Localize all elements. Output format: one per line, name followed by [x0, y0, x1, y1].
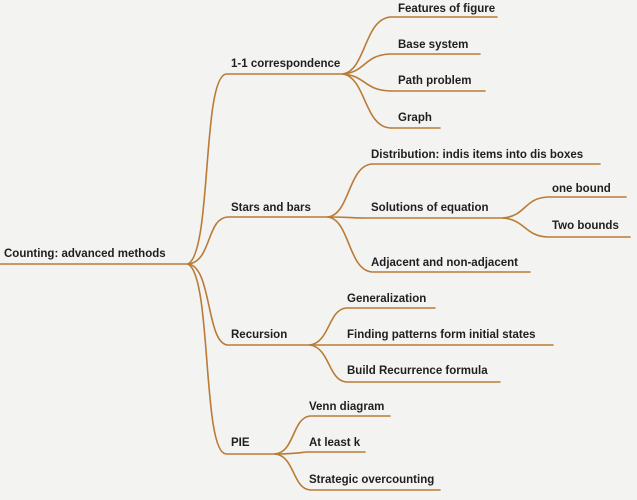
connector-root-to-1-1-correspondence [187, 73, 346, 265]
connector-generalization [309, 307, 436, 346]
leaf-solutions-of-equation: Solutions of equation [371, 202, 489, 214]
branch-recursion: Recursion [231, 329, 288, 341]
leaf-finding-patterns: Finding patterns form initial states [347, 329, 536, 341]
leaf-venn-diagram: Venn diagram [309, 401, 385, 413]
connector-graph [342, 73, 441, 129]
connector-root-to-pie [187, 263, 278, 455]
connector-venn-diagram [274, 415, 391, 455]
connector-root-to-recursion [187, 263, 313, 346]
connector-two-bounds [502, 217, 631, 238]
leaf-strategic-overcounting: Strategic overcounting [309, 474, 435, 486]
connector-features-of-figure [342, 16, 498, 75]
connector-solutions-of-equation [327, 216, 506, 219]
leaf-graph: Graph [398, 112, 432, 124]
leaf-distribution: Distribution: indis items into dis boxes [371, 149, 584, 161]
leaf-path-problem: Path problem [398, 75, 472, 87]
leaf-build-recurrence: Build Recurrence formula [347, 365, 488, 377]
connector-adjacent-non-adjacent [327, 216, 531, 273]
leaf-two-bounds: Two bounds [552, 220, 619, 232]
leaf-adjacent-non-adjacent: Adjacent and non-adjacent [371, 257, 518, 269]
connector-strategic-overcounting [274, 453, 441, 491]
connector-at-least-k [274, 451, 366, 455]
root-node: Counting: advanced methods [4, 248, 166, 260]
leaf-generalization: Generalization [347, 293, 427, 305]
connector-root-to-stars-and-bars [187, 216, 331, 265]
connector-lines [0, 16, 631, 491]
connector-build-recurrence [309, 344, 501, 383]
connector-distribution [327, 163, 601, 218]
branch-1-1-correspondence: 1-1 correspondence [231, 58, 341, 70]
leaf-at-least-k: At least k [309, 437, 361, 449]
connector-base-system [342, 53, 481, 75]
branch-pie: PIE [231, 437, 250, 449]
connector-path-problem [342, 73, 486, 92]
leaf-features-of-figure: Features of figure [398, 3, 496, 15]
branch-stars-and-bars: Stars and bars [231, 202, 311, 214]
leaf-base-system: Base system [398, 39, 469, 51]
connector-one-bound [502, 196, 627, 219]
leaf-one-bound: one bound [552, 183, 611, 195]
